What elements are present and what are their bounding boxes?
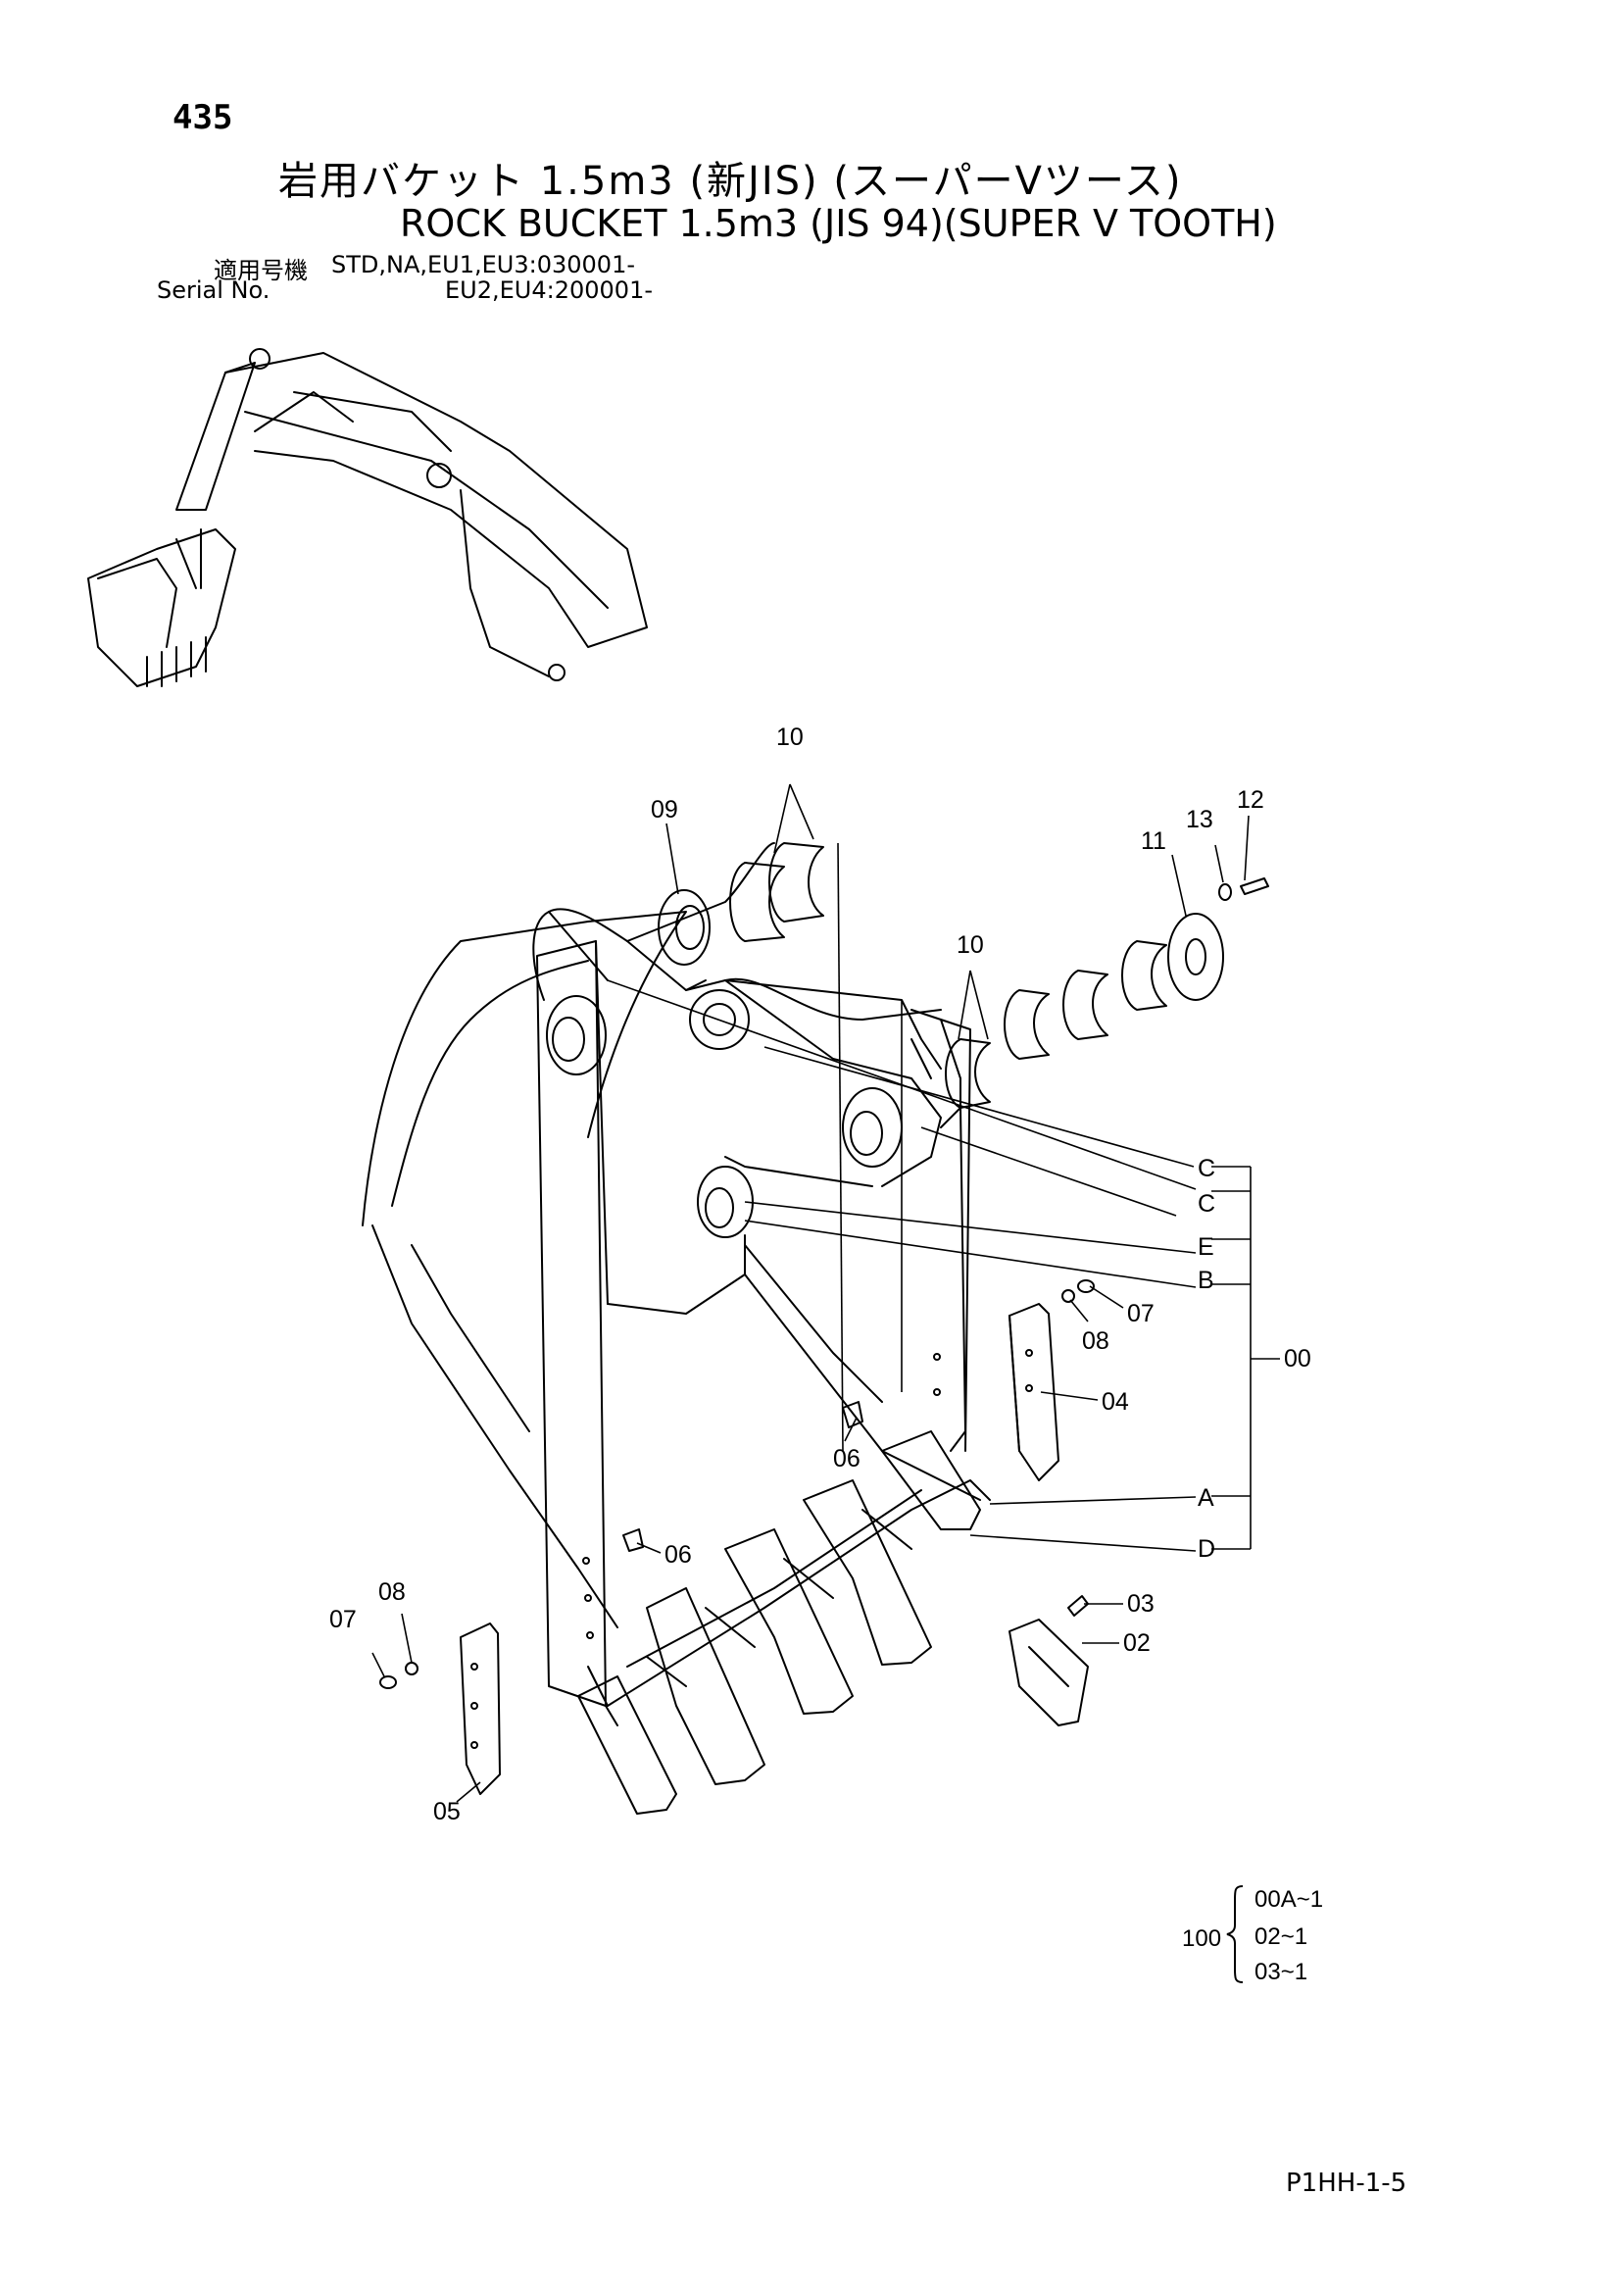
part-07-nut-left — [379, 1675, 397, 1689]
callout-00: 00 — [1284, 1345, 1311, 1373]
callout-08-left: 08 — [378, 1578, 406, 1606]
callout-B: B — [1198, 1267, 1214, 1294]
page-code: P1HH-1-5 — [1286, 2169, 1407, 2198]
part-08-washer-right — [1061, 1289, 1075, 1303]
callout-07-right: 07 — [1127, 1300, 1155, 1327]
part-05-side-protector — [460, 1622, 501, 1795]
part-13-washer — [1218, 883, 1232, 901]
excavator-overview-illustration — [87, 348, 648, 687]
page-title-english: ROCK BUCKET 1.5m3 (JIS 94)(SUPER V TOOTH… — [400, 202, 1277, 245]
part-09-seal — [658, 889, 711, 966]
kit-brace — [1226, 1885, 1244, 1983]
callout-C-1: C — [1198, 1155, 1215, 1182]
kit-item: 02~1 — [1254, 1923, 1308, 1950]
callout-10-upper: 10 — [776, 724, 804, 751]
serial-label-japanese: 適用号機 — [214, 257, 308, 284]
callout-D: D — [1198, 1535, 1215, 1563]
serial-range-2: EU2,EU4:200001- — [445, 276, 653, 304]
leader-lines — [371, 783, 1280, 1803]
part-07-nut-right — [1077, 1279, 1095, 1293]
serial-label-english: Serial No. — [157, 276, 270, 304]
part-12-bolt — [1240, 877, 1269, 895]
callout-12: 12 — [1237, 786, 1264, 814]
kit-item: 03~1 — [1254, 1959, 1308, 1985]
kit-number: 100 — [1182, 1925, 1222, 1952]
part-02-tooth-point — [1008, 1619, 1089, 1726]
page-number: 435 — [172, 98, 233, 137]
part-11-washer — [1167, 913, 1224, 1001]
callout-06-low: 06 — [664, 1541, 692, 1569]
callout-E: E — [1198, 1233, 1214, 1261]
part-10-shims-lower — [945, 940, 1167, 1109]
part-03-pin — [1067, 1595, 1089, 1617]
callout-labels: 10 09 10 11 13 12 C C E B 07 08 00 04 06… — [329, 724, 1311, 1825]
part-10-shims-upper — [729, 842, 824, 942]
part-04-side-protector — [1008, 1303, 1059, 1481]
bucket-main-drawing — [362, 842, 991, 1815]
callout-08-right: 08 — [1082, 1327, 1109, 1355]
callout-07-left: 07 — [329, 1606, 357, 1633]
callout-09: 09 — [651, 796, 678, 824]
callout-10-lower: 10 — [957, 931, 984, 959]
callout-11: 11 — [1141, 827, 1166, 855]
callout-A: A — [1198, 1484, 1214, 1512]
callout-04: 04 — [1102, 1388, 1129, 1416]
callout-02: 02 — [1123, 1629, 1151, 1657]
page-title-japanese: 岩用バケット 1.5m3 (新JIS) (スーパーVツース) — [278, 159, 1183, 204]
callout-03: 03 — [1127, 1590, 1155, 1618]
callout-05: 05 — [433, 1798, 461, 1825]
callout-13: 13 — [1186, 806, 1213, 833]
serial-range-1: STD,NA,EU1,EU3:030001- — [331, 251, 635, 278]
callout-06-mid: 06 — [833, 1445, 861, 1472]
kit-item: 00A~1 — [1254, 1886, 1324, 1913]
callout-C-2: C — [1198, 1190, 1215, 1218]
part-08-washer-left — [405, 1662, 418, 1675]
